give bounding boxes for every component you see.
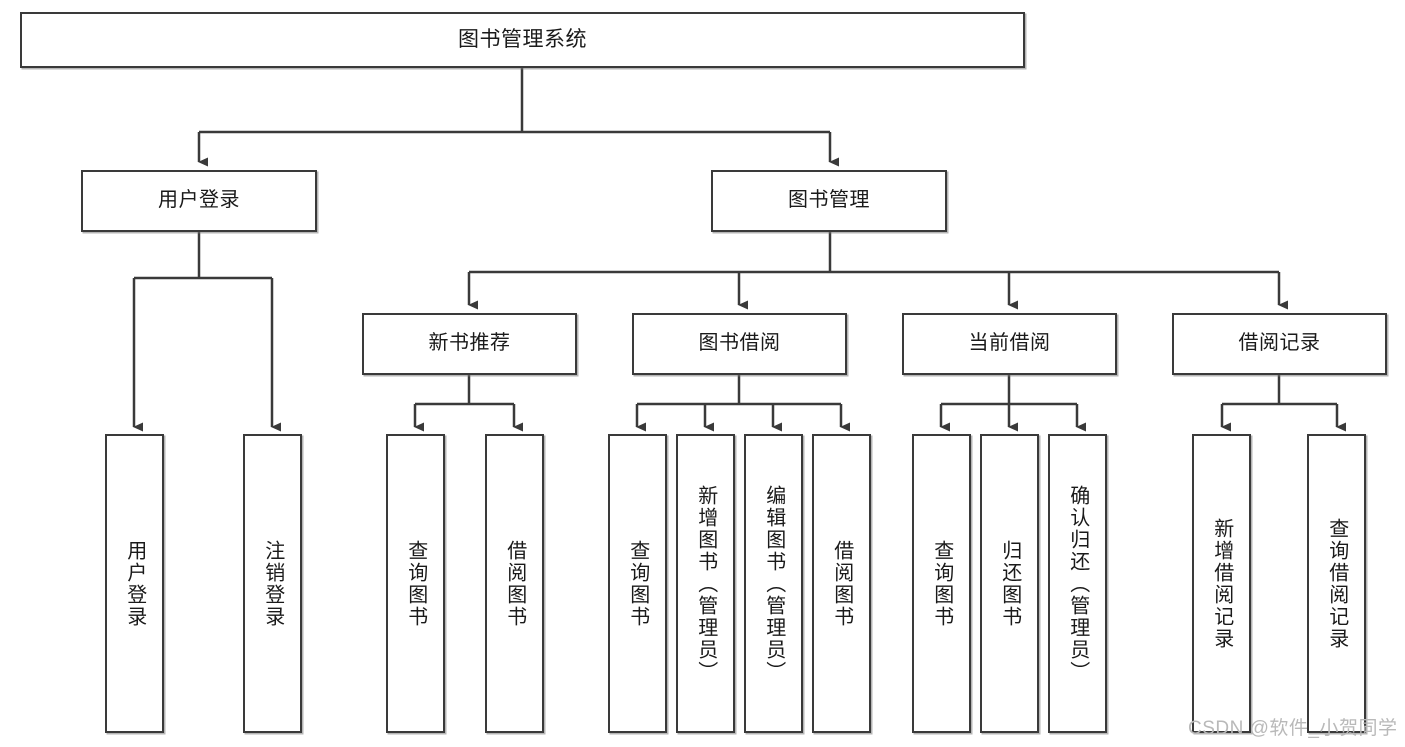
leaf-borrow-record-query-label: 查询借阅记录 — [1325, 517, 1348, 650]
leaf-user-login-logout-label: 注销登录 — [261, 539, 284, 628]
leaf-book-borrow-edit[interactable]: 编辑图书（管理员） — [744, 434, 803, 733]
leaf-user-login-login[interactable]: 用户登录 — [105, 434, 164, 733]
leaf-book-borrow-borrow-label: 借阅图书 — [830, 539, 853, 628]
node-new-book-recommend[interactable]: 新书推荐 — [362, 313, 577, 375]
node-root-system[interactable]: 图书管理系统 — [20, 12, 1025, 68]
leaf-current-borrow-query[interactable]: 查询图书 — [912, 434, 971, 733]
leaf-book-borrow-edit-label: 编辑图书（管理员） — [762, 484, 785, 683]
leaf-current-borrow-return-label: 归还图书 — [998, 539, 1021, 628]
leaf-current-borrow-query-label: 查询图书 — [930, 539, 953, 628]
node-root-system-label: 图书管理系统 — [458, 27, 587, 51]
leaf-borrow-record-query[interactable]: 查询借阅记录 — [1307, 434, 1366, 733]
leaf-book-borrow-borrow[interactable]: 借阅图书 — [812, 434, 871, 733]
leaf-borrow-record-add-label: 新增借阅记录 — [1210, 517, 1233, 650]
leaf-new-book-query[interactable]: 查询图书 — [386, 434, 445, 733]
csdn-watermark: CSDN @软件_小贺同学 — [1188, 718, 1398, 739]
leaf-book-borrow-query-label: 查询图书 — [626, 539, 649, 628]
node-current-borrow[interactable]: 当前借阅 — [902, 313, 1117, 375]
node-book-management[interactable]: 图书管理 — [711, 170, 947, 232]
leaf-current-borrow-confirm-return[interactable]: 确认归还（管理员） — [1048, 434, 1107, 733]
leaf-user-login-login-label: 用户登录 — [123, 539, 146, 628]
leaf-new-book-borrow[interactable]: 借阅图书 — [485, 434, 544, 733]
node-user-login-label: 用户登录 — [158, 189, 240, 212]
leaf-current-borrow-confirm-return-label: 确认归还（管理员） — [1066, 484, 1089, 683]
node-current-borrow-label: 当前借阅 — [968, 332, 1051, 355]
node-book-borrow[interactable]: 图书借阅 — [632, 313, 847, 375]
leaf-user-login-logout[interactable]: 注销登录 — [243, 434, 302, 733]
leaf-book-borrow-query[interactable]: 查询图书 — [608, 434, 667, 733]
node-new-book-recommend-label: 新书推荐 — [428, 332, 511, 355]
leaf-new-book-query-label: 查询图书 — [404, 539, 427, 628]
leaf-borrow-record-add[interactable]: 新增借阅记录 — [1192, 434, 1251, 733]
node-book-borrow-label: 图书借阅 — [698, 332, 781, 355]
node-user-login[interactable]: 用户登录 — [81, 170, 317, 232]
node-borrow-record[interactable]: 借阅记录 — [1172, 313, 1387, 375]
node-borrow-record-label: 借阅记录 — [1238, 332, 1321, 355]
leaf-new-book-borrow-label: 借阅图书 — [503, 539, 526, 628]
node-book-management-label: 图书管理 — [788, 189, 870, 212]
leaf-current-borrow-return[interactable]: 归还图书 — [980, 434, 1039, 733]
leaf-book-borrow-add-label: 新增图书（管理员） — [694, 484, 717, 683]
leaf-book-borrow-add[interactable]: 新增图书（管理员） — [676, 434, 735, 733]
